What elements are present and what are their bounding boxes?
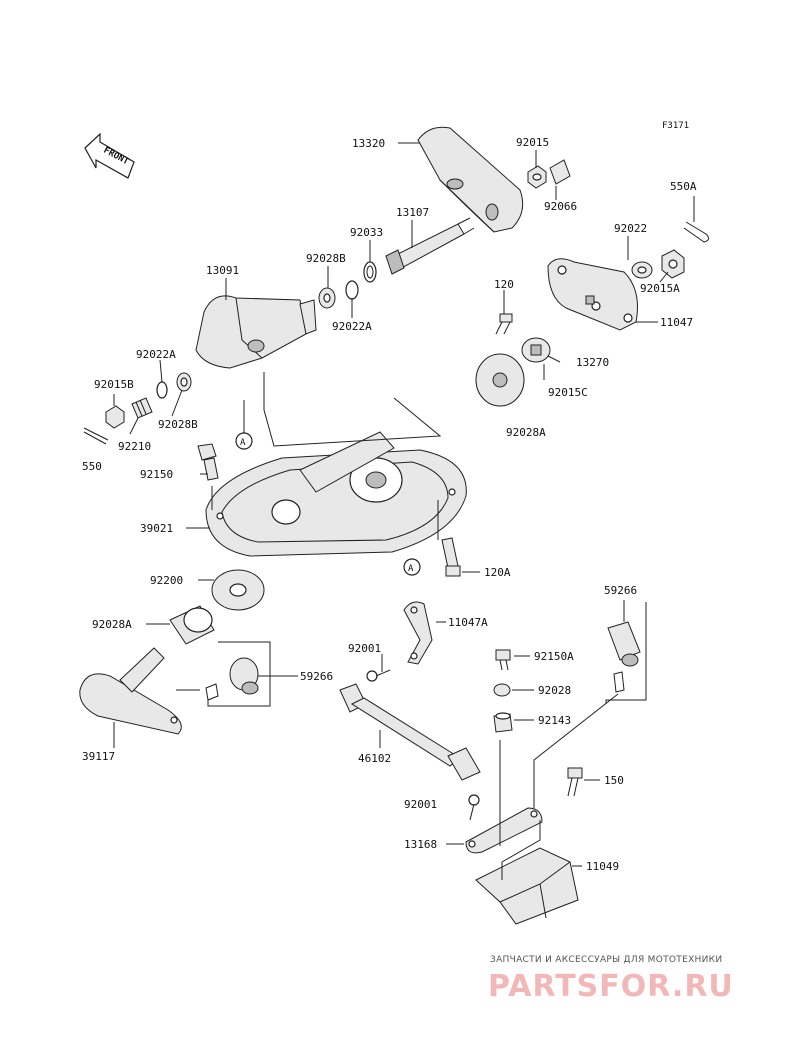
part-92028a-drawing <box>475 353 525 407</box>
part-label: 13270 <box>576 356 609 369</box>
part-92150a-drawing <box>495 649 511 671</box>
part-label: 92200 <box>150 574 183 587</box>
part-92066-drawing <box>549 159 571 185</box>
part-92028a-lower-drawing <box>169 605 215 645</box>
part-550a-drawing <box>683 221 710 243</box>
callout-a-label: A <box>408 564 414 574</box>
part-label: 92143 <box>538 714 571 727</box>
part-120-drawing <box>495 313 513 335</box>
callout-a-bottom: A <box>403 558 421 576</box>
part-92028-drawing <box>493 683 511 697</box>
part-92001-drawing <box>366 669 391 682</box>
part-92001-lower-drawing <box>468 794 480 821</box>
part-label: 11047 <box>660 316 693 329</box>
part-150-drawing <box>567 767 583 797</box>
part-label: 11047A <box>448 616 488 629</box>
part-13168-drawing <box>465 807 543 854</box>
part-label: 550A <box>670 180 697 193</box>
part-label: 150 <box>604 774 624 787</box>
part-label: 13107 <box>396 206 429 219</box>
part-label: 92001 <box>348 642 381 655</box>
part-92015a-drawing <box>661 249 685 279</box>
part-label: 92033 <box>350 226 383 239</box>
part-92022a-left-drawing <box>156 381 168 399</box>
part-92022a-drawing <box>345 280 359 300</box>
part-label: 39021 <box>140 522 173 535</box>
part-label: 59266 <box>300 670 333 683</box>
part-label: 92001 <box>404 798 437 811</box>
part-11047a-drawing <box>403 601 433 665</box>
part-label: 92028A <box>92 618 132 631</box>
part-label: 120 <box>494 278 514 291</box>
front-arrow-icon: FRONT <box>84 132 135 179</box>
part-13091-drawing <box>195 295 317 369</box>
callout-a-label: A <box>240 438 246 448</box>
part-46102-drawing <box>339 683 481 781</box>
part-92150-drawing <box>197 443 219 481</box>
part-label: 92015B <box>94 378 134 391</box>
part-label: 92022A <box>136 348 176 361</box>
part-label: 92015C <box>548 386 588 399</box>
part-13107-drawing <box>385 217 475 275</box>
part-label: 550 <box>82 460 102 473</box>
part-label: 92150A <box>534 650 574 663</box>
watermark-logo: PARTSFOR.RU <box>488 969 734 1004</box>
part-59266-right-drawing <box>607 621 641 693</box>
part-92143-drawing <box>493 712 513 733</box>
figure-code: F3171 <box>662 121 689 131</box>
part-59266-left-drawing <box>205 657 259 701</box>
part-11049-drawing <box>475 847 579 925</box>
part-11047-drawing <box>547 258 638 331</box>
part-label: 92022 <box>614 222 647 235</box>
part-label: 59266 <box>604 584 637 597</box>
part-92200-drawing <box>211 569 265 611</box>
part-13320-drawing <box>417 126 524 233</box>
part-label: 92015 <box>516 136 549 149</box>
part-92033-drawing <box>363 261 377 283</box>
part-label: 120A <box>484 566 511 579</box>
part-label: 92028B <box>306 252 346 265</box>
part-13270-drawing <box>521 337 551 363</box>
part-92028b-drawing <box>318 287 336 309</box>
watermark: ЗАПЧАСТИ И АКСЕССУАРЫ ДЛЯ МОТОТЕХНИКИ PA… <box>488 955 734 1004</box>
leader-lines <box>113 142 695 880</box>
part-39021-drawing <box>205 431 467 557</box>
part-label: 11049 <box>586 860 619 873</box>
part-label: 13091 <box>206 264 239 277</box>
part-39117-drawing <box>79 647 182 735</box>
part-label: 92028 <box>538 684 571 697</box>
watermark-tagline: ЗАПЧАСТИ И АКСЕССУАРЫ ДЛЯ МОТОТЕХНИКИ <box>490 955 722 965</box>
part-92028b-left-drawing <box>176 372 192 392</box>
part-label: 92028A <box>506 426 546 439</box>
part-label: 92210 <box>118 440 151 453</box>
part-label: 46102 <box>358 752 391 765</box>
part-label: 92150 <box>140 468 173 481</box>
part-550-drawing <box>83 427 109 445</box>
part-120a-drawing <box>441 537 461 577</box>
part-92210-drawing <box>131 397 153 419</box>
part-label: 92028B <box>158 418 198 431</box>
part-label: 92066 <box>544 200 577 213</box>
part-92015b-drawing <box>105 405 125 429</box>
part-92022-drawing <box>631 261 653 279</box>
part-label: 92015A <box>640 282 680 295</box>
part-label: 92022A <box>332 320 372 333</box>
part-label: 39117 <box>82 750 115 763</box>
part-label: 13320 <box>352 137 385 150</box>
callout-a-top: A <box>235 432 253 450</box>
part-92015-drawing <box>527 165 547 189</box>
part-label: 13168 <box>404 838 437 851</box>
part-number-labels: 13320 92015 92066 550A 13107 92033 92022… <box>82 136 697 873</box>
